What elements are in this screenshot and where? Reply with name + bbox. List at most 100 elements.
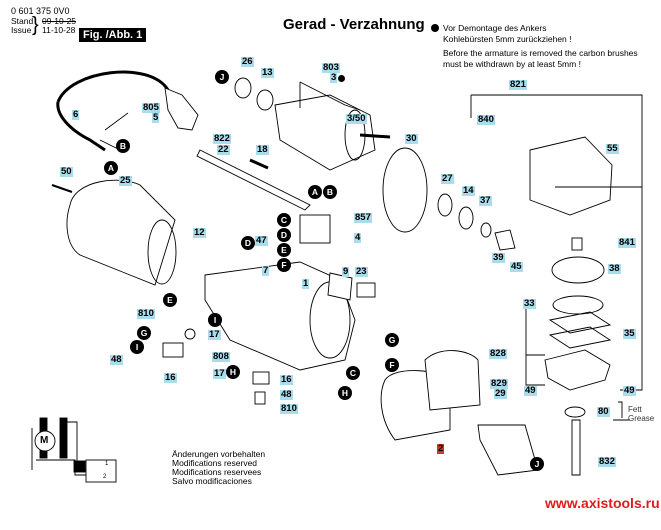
part-label-9[interactable]: 9	[342, 266, 350, 277]
part-label-7[interactable]: 7	[262, 265, 270, 276]
part-label-17-upper[interactable]: 17	[208, 329, 221, 340]
connector-d: D	[241, 236, 255, 250]
part-23	[356, 282, 376, 298]
connector-e: E	[277, 243, 291, 257]
part-label-25[interactable]: 25	[119, 175, 132, 186]
part-label-29[interactable]: 29	[494, 388, 507, 399]
part-label-26[interactable]: 26	[241, 56, 254, 67]
part-label-49-right[interactable]: 49	[623, 385, 636, 396]
connector-b: B	[116, 139, 130, 153]
website-link[interactable]: www.axistools.ru	[545, 495, 660, 511]
connector-b: B	[323, 185, 337, 199]
part-label-48-upper[interactable]: 48	[110, 354, 123, 365]
part-label-39[interactable]: 39	[492, 252, 505, 263]
part-label-841[interactable]: 841	[618, 237, 636, 248]
part-label-12[interactable]: 12	[193, 227, 206, 238]
housing-cover	[66, 179, 176, 286]
stand-issue-labels: Stand Issue	[11, 17, 33, 35]
part-label-14[interactable]: 14	[462, 185, 475, 196]
connector-f: F	[277, 258, 291, 272]
armature-note: Vor Demontage des Ankers Kohlebürsten 5m…	[431, 23, 638, 70]
part-label-840[interactable]: 840	[477, 114, 495, 125]
note-line: Vor Demontage des Ankers	[443, 23, 547, 33]
bearing-26	[234, 77, 252, 99]
connector-f: F	[385, 358, 399, 372]
part-label-45[interactable]: 45	[510, 261, 523, 272]
grease-de: Fett	[628, 405, 642, 414]
part-label-5[interactable]: 5	[152, 112, 160, 123]
part-label-829[interactable]: 829	[490, 378, 508, 389]
modification-line: Modifications reserved	[172, 458, 258, 468]
connector-h: H	[226, 365, 240, 379]
part-number: 0 601 375 0V0	[11, 6, 70, 16]
part-label-47[interactable]: 47	[255, 235, 268, 246]
part-label-1[interactable]: 1	[302, 278, 310, 289]
part-label-80[interactable]: 80	[597, 406, 610, 417]
part-label-857[interactable]: 857	[354, 212, 372, 223]
brace: }	[32, 14, 39, 36]
part-label-828[interactable]: 828	[489, 348, 507, 359]
note-line: Kohlebürsten 5mm zurückziehen !	[443, 34, 572, 44]
part-label-37[interactable]: 37	[479, 195, 492, 206]
part-label-803[interactable]: 803	[322, 62, 340, 73]
part-label-35[interactable]: 35	[623, 328, 636, 339]
figure-label: Fig. /Abb. 1	[79, 28, 147, 42]
connector-a: A	[308, 185, 322, 199]
part-label-821[interactable]: 821	[509, 79, 527, 90]
gasket-35	[548, 311, 612, 334]
part-label-22[interactable]: 22	[217, 144, 230, 155]
part-label-832[interactable]: 832	[598, 456, 616, 467]
dates: 09-10-25 11-10-28	[42, 17, 76, 35]
part-label-16-lower[interactable]: 16	[280, 374, 293, 385]
part-label-2[interactable]: 2	[437, 443, 445, 454]
part-label-27[interactable]: 27	[441, 173, 454, 184]
o-ring-33	[552, 295, 604, 315]
part-label-18[interactable]: 18	[256, 144, 269, 155]
part-label-17-lower[interactable]: 17	[213, 368, 226, 379]
part-label-55[interactable]: 55	[606, 143, 619, 154]
part-label-49-left[interactable]: 49	[524, 385, 537, 396]
gear-housing	[529, 136, 613, 216]
part-label-50[interactable]: 50	[60, 166, 73, 177]
part-label-48-lower[interactable]: 48	[280, 389, 293, 400]
washer-80	[564, 406, 586, 418]
switch-block	[299, 214, 331, 244]
part-label-33[interactable]: 33	[523, 298, 536, 309]
part-label-13[interactable]: 13	[261, 67, 274, 78]
bullet-icon	[431, 24, 439, 32]
modification-line: Salvo modificaciones	[172, 476, 252, 486]
part-label-808[interactable]: 808	[212, 351, 230, 362]
sleeve-841	[571, 237, 583, 251]
part-label-38[interactable]: 38	[608, 263, 621, 274]
part-label-3[interactable]: 3	[330, 72, 338, 83]
modification-line: Modifications reservees	[172, 467, 262, 477]
washer-37	[480, 222, 492, 238]
note-line: Before the armature is removed the carbo…	[443, 48, 638, 58]
bearing-flange-30	[382, 147, 428, 233]
wiring-schematic	[31, 417, 117, 483]
armature	[274, 94, 376, 171]
bearing-13	[256, 89, 274, 111]
part-label-30[interactable]: 30	[405, 133, 418, 144]
part-label-805[interactable]: 805	[142, 102, 160, 113]
grease-note: Fett Grease	[628, 405, 654, 423]
part-label-810-lower[interactable]: 810	[280, 403, 298, 414]
part-label-4[interactable]: 4	[354, 232, 362, 243]
schematic-motor-label: M	[40, 435, 49, 446]
connector-g: G	[385, 333, 399, 347]
part-label-6[interactable]: 6	[72, 109, 80, 120]
part-label-3-50[interactable]: 3/50	[346, 113, 367, 124]
air-guide	[477, 424, 539, 476]
spindle-832	[571, 419, 581, 476]
schematic-switch-2: 2	[103, 474, 107, 480]
part-label-822[interactable]: 822	[213, 133, 231, 144]
part-label-810-upper[interactable]: 810	[137, 308, 155, 319]
part-label-23[interactable]: 23	[355, 266, 368, 277]
connector-i: I	[208, 313, 222, 327]
part-label-16-upper[interactable]: 16	[164, 372, 177, 383]
note-line: must be withdrawn by at least 5mm !	[443, 59, 581, 69]
modification-line: Änderungen vorbehalten	[172, 449, 266, 459]
connector-g: G	[137, 326, 151, 340]
connector-a: A	[104, 161, 118, 175]
